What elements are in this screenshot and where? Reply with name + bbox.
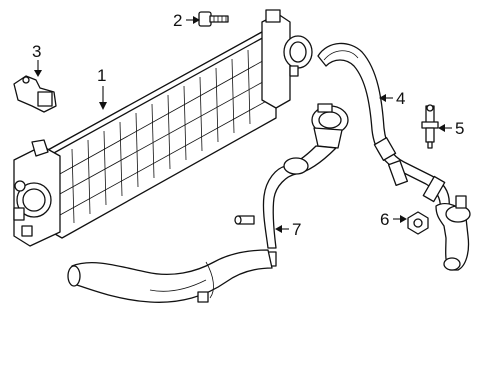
callout-7: 7 — [292, 220, 301, 239]
part-3-sensor — [13, 75, 57, 113]
callout-5: 5 — [455, 119, 464, 138]
callout-4: 4 — [396, 89, 405, 108]
callout-leaders — [34, 16, 452, 233]
part-4-outlet-tube — [317, 42, 471, 271]
part-7-inlet-tube — [67, 103, 349, 303]
part-6-nut — [407, 211, 429, 235]
part-1-intercooler — [13, 9, 313, 247]
callout-2: 2 — [173, 11, 182, 30]
part-2-bolt — [198, 11, 229, 27]
callout-6: 6 — [380, 210, 389, 229]
part-5-bolt — [421, 104, 439, 149]
callout-3: 3 — [32, 42, 41, 61]
callout-labels: 1 2 3 4 5 6 7 — [32, 11, 464, 239]
callout-1: 1 — [97, 66, 106, 85]
